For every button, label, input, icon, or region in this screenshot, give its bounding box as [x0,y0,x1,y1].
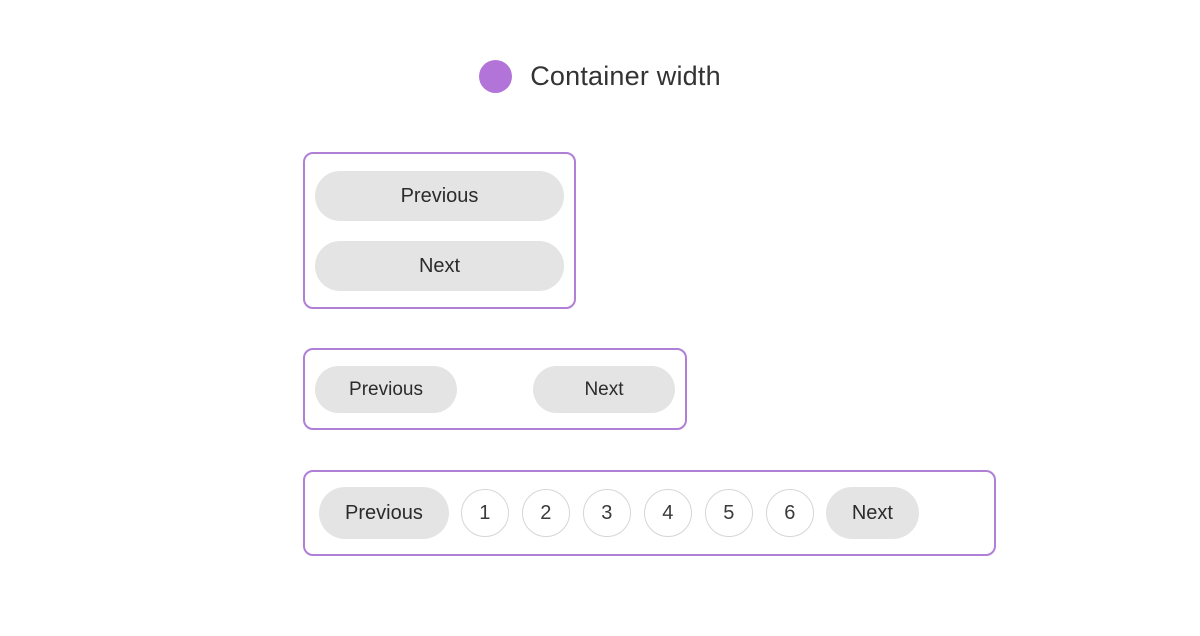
stacked-next-button[interactable]: Next [315,240,564,291]
page-number-button[interactable]: 5 [704,489,753,537]
pager-number-list: 1 2 3 4 5 6 [460,489,814,537]
split-next-button[interactable]: Next [533,365,675,413]
page-number-button[interactable]: 3 [582,489,631,537]
split-pagination-container: Previous Next [303,348,687,430]
page-number-button[interactable]: 6 [765,489,814,537]
stacked-previous-button[interactable]: Previous [315,170,564,221]
split-previous-button[interactable]: Previous [315,365,457,413]
page-title: Container width [530,61,721,91]
stacked-pagination-container: Previous Next [303,152,576,309]
bullet-dot-icon [479,60,513,93]
page-number-button[interactable]: 1 [460,489,509,537]
pager-previous-button[interactable]: Previous [319,487,449,539]
numbered-pagination-container: Previous 1 2 3 4 5 6 Next [303,470,996,556]
pager-next-button[interactable]: Next [825,487,919,539]
page-number-button[interactable]: 2 [521,489,570,537]
page-number-button[interactable]: 4 [643,489,692,537]
page-title-row: Container width [0,60,1200,93]
